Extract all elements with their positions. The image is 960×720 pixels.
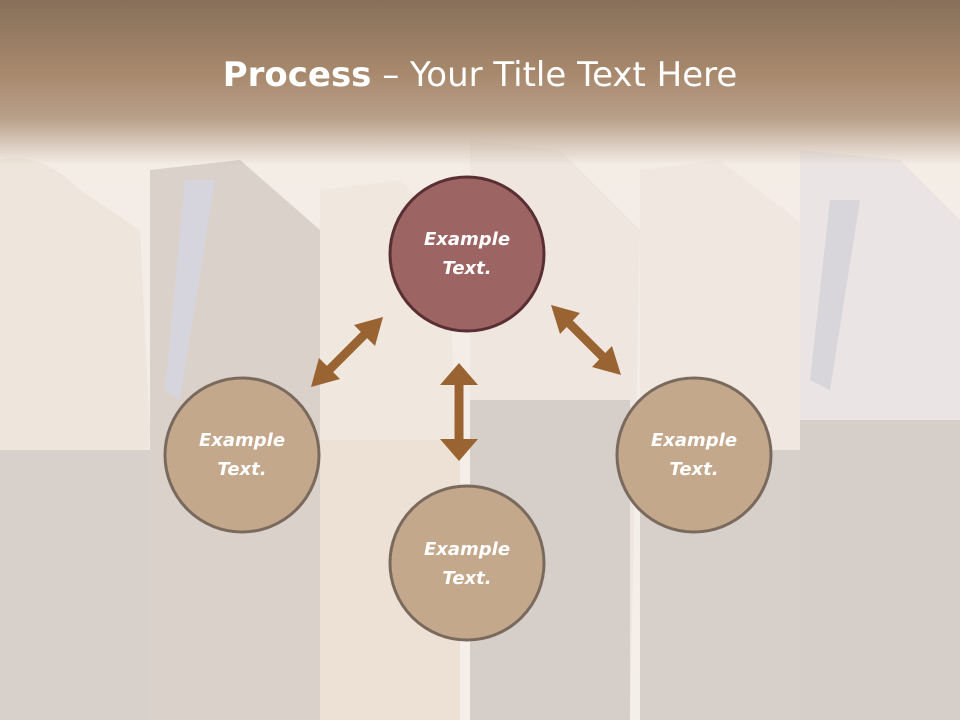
title-bold: Process [222,55,372,95]
node-top-circle [388,175,546,333]
arrow-top-right [551,305,621,375]
title-rest: – Your Title Text Here [371,55,738,95]
node-bottom-circle [388,484,546,642]
slide-title: Process – Your Title Text Here [0,52,960,98]
node-bottom-line1: Example [423,539,511,560]
title-bar [0,0,960,165]
node-right-label: Example Text. [619,426,769,484]
node-right-line2: Text. [669,459,719,480]
node-left-line2: Text. [217,459,267,480]
node-bottom-line2: Text. [442,568,492,589]
node-bottom-label: Example Text. [392,535,542,593]
arrow-vertical [440,363,478,461]
node-right-circle [615,376,773,534]
node-left-line1: Example [198,430,286,451]
node-top-line1: Example [423,229,511,250]
arrow-top-left [311,317,383,387]
node-right-line1: Example [650,430,738,451]
node-top-label: Example Text. [392,225,542,283]
node-left-circle [163,376,321,534]
node-left-label: Example Text. [167,426,317,484]
node-top-line2: Text. [442,258,492,279]
